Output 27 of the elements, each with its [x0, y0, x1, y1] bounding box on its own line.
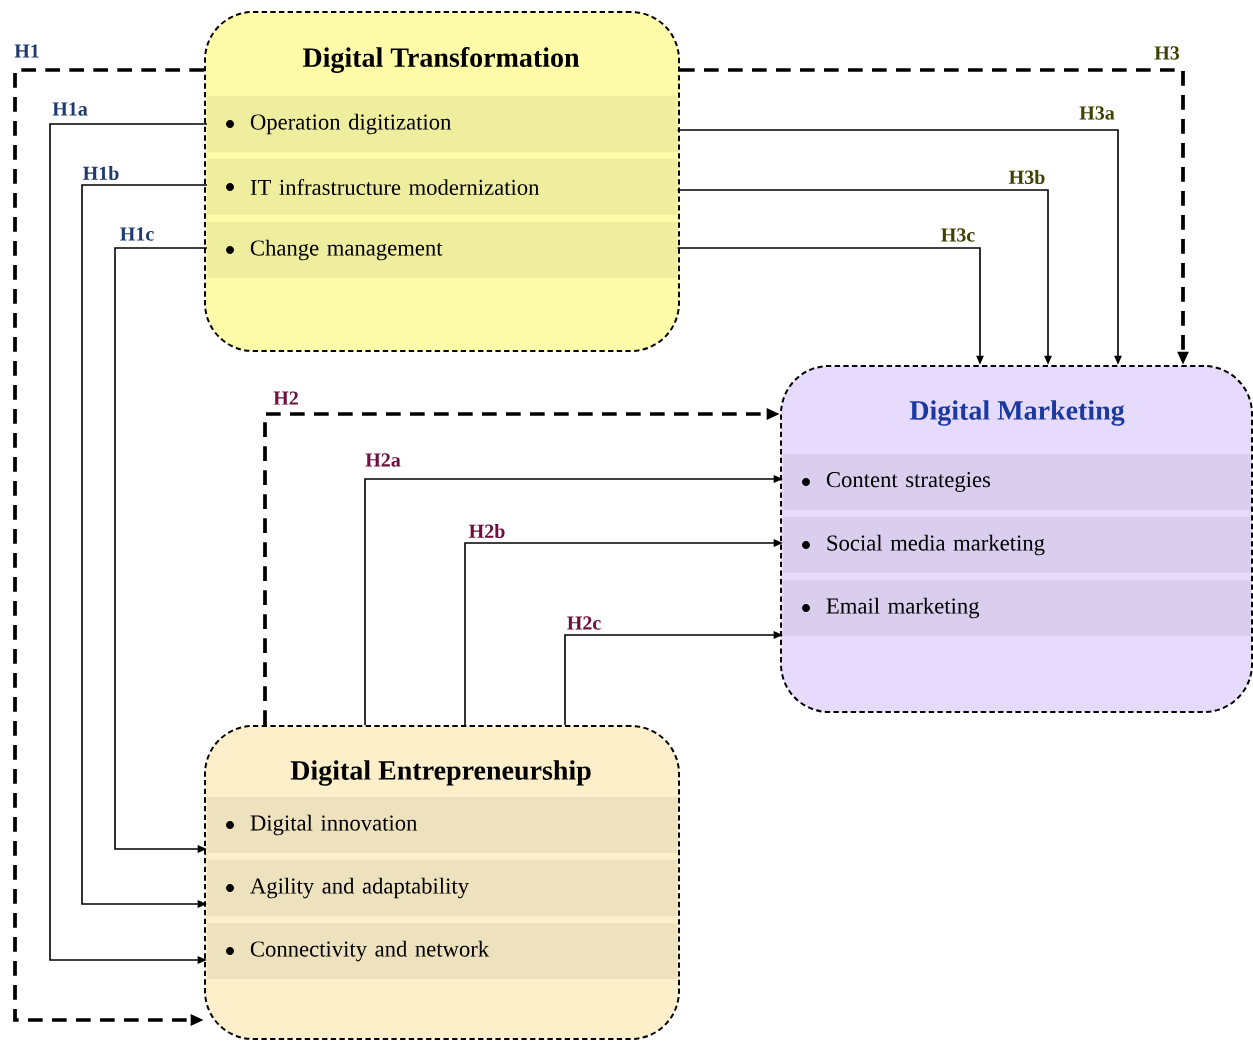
bullet-item: IT infrastructure modernization — [207, 159, 678, 215]
edge-label: H1a — [52, 102, 88, 116]
bullet-item: Digital innovation — [207, 797, 678, 853]
box-heading: Digital Transformation — [302, 47, 580, 73]
edge-label: H3 — [1154, 46, 1180, 60]
bullet-item: Social media marketing — [783, 517, 1251, 573]
box-heading: Digital Marketing — [909, 400, 1125, 426]
bullet-item: Email marketing — [783, 580, 1251, 636]
edge-label: H2a — [365, 453, 401, 467]
edge-label: H3a — [1079, 106, 1115, 120]
bullet-item: Connectivity and network — [207, 923, 678, 979]
edge-label: H1b — [83, 165, 119, 180]
box-heading: Digital Entrepreneurship — [290, 760, 591, 786]
edge-label: H2c — [567, 616, 601, 630]
edge-label: H2 — [273, 391, 298, 405]
edge-label: H1c — [120, 227, 154, 241]
arrow — [49, 123, 208, 964]
bullet-item: Content strategies — [783, 454, 1251, 510]
edge-label: H2b — [469, 523, 505, 539]
arrow — [81, 184, 208, 908]
edge-label: H1 — [14, 44, 39, 58]
edge-label: H3c — [941, 228, 975, 242]
bullet-item: Change management — [207, 222, 678, 278]
bullet-item: Agility and adaptability — [207, 860, 678, 916]
bullet-item: Operation digitization — [207, 96, 678, 152]
arrow — [114, 247, 208, 853]
edge-label: H3b — [1009, 169, 1045, 184]
